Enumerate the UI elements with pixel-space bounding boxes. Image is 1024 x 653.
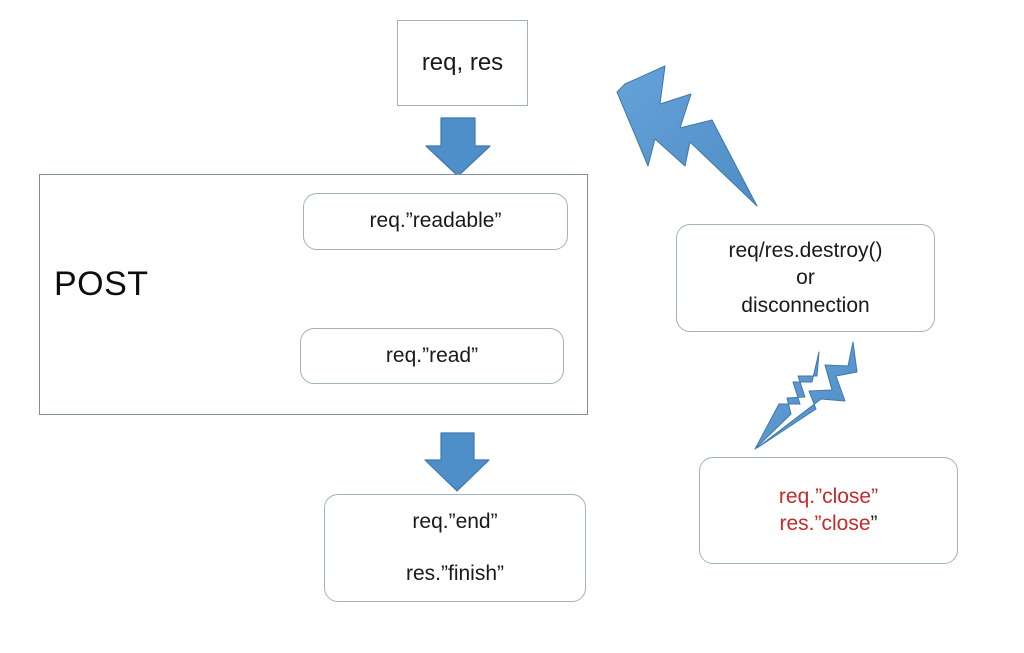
node-req-close-label: req.”close” [778, 485, 879, 509]
node-req-read[interactable]: req.”read” [300, 328, 564, 384]
node-req-close-res-close[interactable]: req.”close” res.”close” [699, 457, 958, 564]
node-req-res[interactable]: req, res [397, 20, 528, 106]
node-destroy-line-2: or [796, 266, 815, 290]
node-destroy-line-1: req/res.destroy() [728, 239, 883, 263]
node-req-end-label: req.”end” [412, 509, 498, 533]
node-destroy-line-3: disconnection [741, 293, 870, 317]
node-req-end-res-finish[interactable]: req.”end” res.”finish” [324, 494, 586, 602]
node-req-readable-label: req.”readable” [369, 209, 502, 233]
node-destroy-or-disconnection[interactable]: req/res.destroy() or disconnection [676, 224, 935, 332]
node-res-close-label-red: res.”close [779, 511, 871, 535]
node-req-res-label: req, res [421, 49, 504, 76]
arrow-post-to-end-icon [424, 432, 490, 492]
node-res-close-label: res.”close” [779, 511, 877, 537]
node-req-readable[interactable]: req.”readable” [303, 193, 568, 250]
node-res-finish-label: res.”finish” [405, 562, 505, 585]
bolt-to-close-icon [754, 341, 858, 450]
post-group-label: POST [54, 265, 149, 303]
bolt-to-destroy-icon [616, 65, 758, 207]
node-res-close-label-quote: ” [870, 511, 878, 535]
arrow-req-res-to-post-icon [425, 117, 491, 177]
node-req-read-label: req.”read” [385, 343, 479, 367]
